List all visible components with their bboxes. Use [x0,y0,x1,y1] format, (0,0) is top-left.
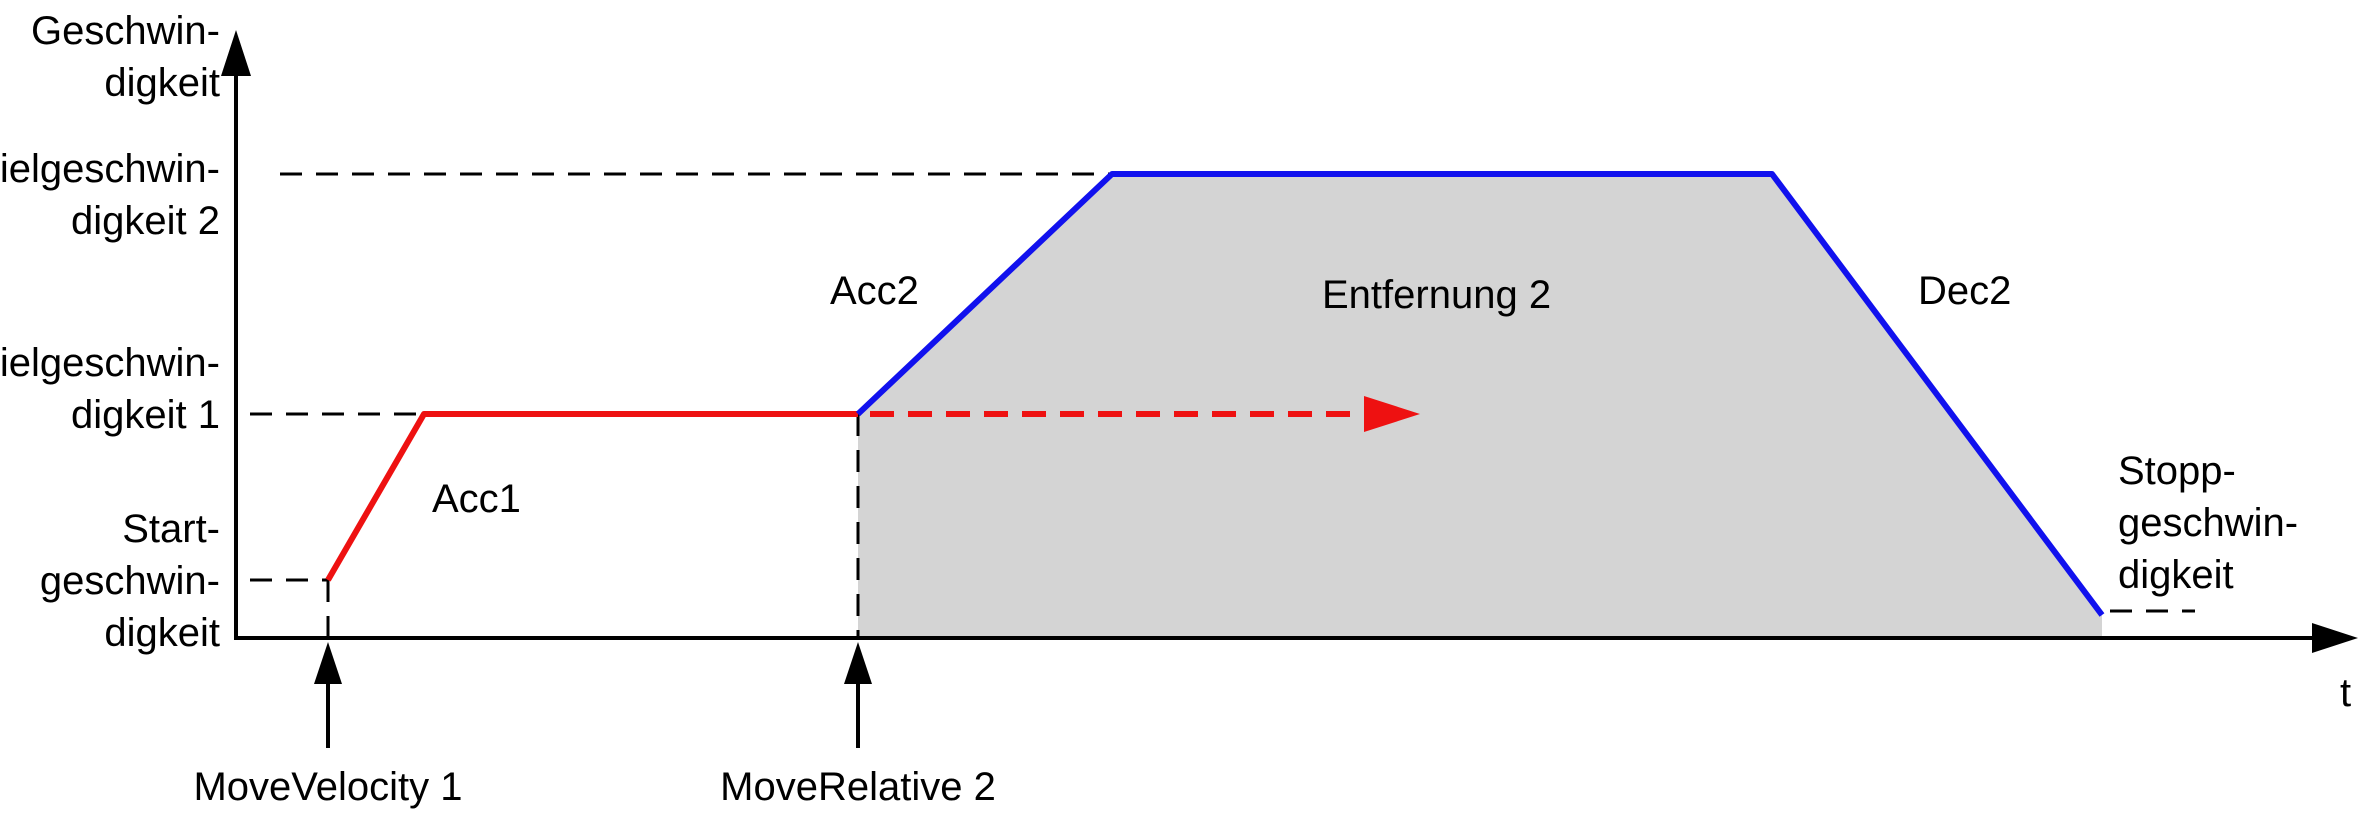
x-axis-arrow [2312,623,2358,653]
stop-label-line3: digkeit [2118,553,2234,597]
start-label-line3: digkeit [104,611,220,655]
move-relative-arrowhead [844,642,872,684]
acc2-label: Acc2 [830,269,919,313]
move-relative-label: MoveRelative 2 [720,765,996,809]
move-velocity-label: MoveVelocity 1 [193,765,462,809]
dec2-label: Dec2 [1918,269,2011,313]
y-axis-arrow [221,30,251,76]
target1-label-line1: Zielgeschwin- [0,341,220,385]
move-velocity-arrowhead [314,642,342,684]
start-label-line1: Start- [122,507,220,551]
stop-label-line1: Stopp- [2118,449,2236,493]
target2-label-line1: Zielgeschwin- [0,147,220,191]
acc1-label: Acc1 [432,477,521,521]
profile1-line [325,411,858,582]
distance2-label: Entfernung 2 [1322,273,1551,317]
stop-label-line2: geschwin- [2118,501,2298,545]
y-axis-label-line2: digkeit [104,61,220,105]
target1-label-line2: digkeit 1 [71,393,220,437]
target2-label-line2: digkeit 2 [71,199,220,243]
y-axis-label-line1: Geschwin- [31,9,220,53]
distance-area [858,174,2102,636]
profile2-line [855,171,2105,617]
start-label-line2: geschwin- [40,559,220,603]
profile1-arrowhead [1364,396,1420,432]
x-axis-label: t [2340,671,2351,715]
